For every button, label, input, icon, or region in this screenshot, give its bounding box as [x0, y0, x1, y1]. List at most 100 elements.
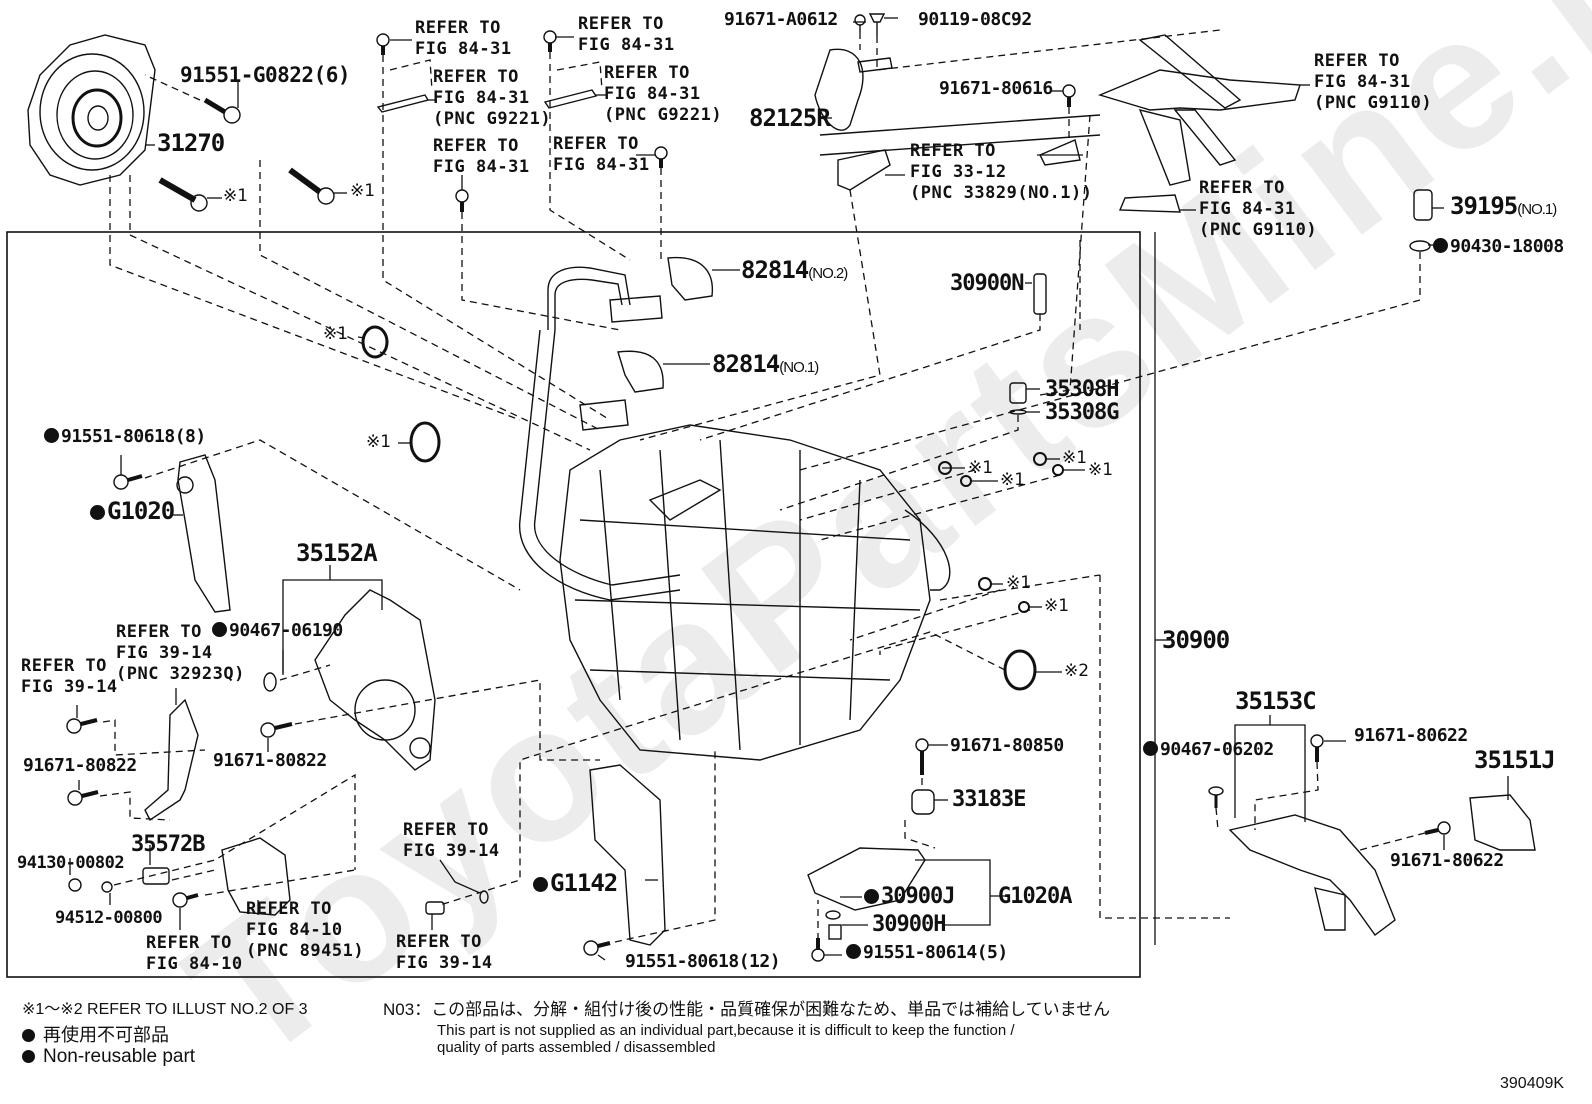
part-label[interactable]: 30900 [1162, 626, 1230, 654]
part-label[interactable]: G1020 [90, 498, 175, 524]
part-number: 90430-18008 [1450, 236, 1564, 257]
non-reusable-dot-icon [533, 877, 548, 892]
bolt-top-a [376, 33, 390, 55]
refer-to-label[interactable]: REFER TO FIG 39-14 [403, 820, 500, 861]
part-label[interactable]: 30900J [864, 885, 955, 908]
part-label[interactable]: 90119-08C92 [918, 9, 1032, 30]
bolt-91671-80822-right [260, 722, 293, 738]
washer-94512-00800 [101, 881, 113, 893]
cover-35151J [1469, 794, 1536, 851]
marker-ref-1: ※1 [1088, 460, 1114, 480]
part-suffix: (NO.1) [1517, 201, 1557, 218]
n03-code: N03： [383, 1000, 432, 1019]
marker-ref-1: ※1 [323, 324, 349, 344]
bolt-91551-80618-12 [583, 940, 611, 956]
bolt-91671-80616 [1062, 84, 1076, 107]
legend-text: 再使用不可部品 [43, 1025, 169, 1045]
part-label[interactable]: 91551-80618(12) [625, 951, 781, 972]
switch-89451 [221, 837, 291, 916]
part-number: G1142 [550, 869, 618, 897]
part-number: 39195 [1450, 192, 1518, 220]
refer-to-label[interactable]: REFER TO FIG 84-31 [578, 14, 675, 55]
legend-n03-en-1: This part is not supplied as an individu… [437, 1022, 1015, 1039]
non-reusable-dot-icon [1143, 741, 1158, 756]
refer-to-label[interactable]: REFER TO FIG 33-12 (PNC 33829(NO.1)) [910, 141, 1093, 203]
part-label[interactable]: 90467-06202 [1143, 740, 1274, 760]
part-number: 90467-06190 [229, 620, 343, 641]
refer-to-label[interactable]: REFER TO FIG 84-31 [553, 134, 650, 175]
part-label[interactable]: 33183E [952, 787, 1026, 812]
bracket-g9110 [1097, 34, 1301, 213]
non-reusable-dot-icon [44, 428, 59, 443]
refer-to-label[interactable]: REFER TO FIG 84-10 (PNC 89451) [246, 899, 365, 961]
part-label[interactable]: 91671-80850 [950, 735, 1064, 756]
clip-90119-08C92 [868, 13, 886, 36]
seal-2 [409, 421, 441, 463]
part-label[interactable]: 94512-00800 [55, 908, 163, 928]
refer-to-label[interactable]: REFER TO FIG 84-31 (PNC G9221) [604, 63, 723, 125]
part-label[interactable]: 91671-80822 [23, 755, 137, 776]
protector-82125R [814, 48, 864, 131]
refer-to-label[interactable]: REFER TO FIG 84-31 (PNC G9110) [1199, 178, 1318, 240]
drive-plate-31270 [27, 34, 156, 186]
part-label[interactable]: 82125R [749, 104, 831, 132]
breather-30900N [1033, 273, 1047, 315]
legend-non-reusable-en: Non-reusable part [22, 1046, 195, 1068]
refer-to-label[interactable]: REFER TO FIG 84-31 (PNC G9221) [433, 67, 552, 129]
part-label[interactable]: 91671-80822 [213, 750, 327, 771]
cover-35152A [314, 589, 436, 771]
part-label[interactable]: 91671-80622 [1354, 725, 1468, 746]
plug-30900H [828, 924, 842, 940]
part-number: 91551-80614(5) [863, 942, 1008, 963]
refer-to-label[interactable]: REFER TO FIG 84-31 [433, 136, 530, 177]
cover-82814-no2 [667, 256, 714, 301]
part-label[interactable]: G1020A [998, 884, 1072, 909]
strainer-G1020A [807, 847, 926, 911]
part-label[interactable]: 35152A [296, 539, 378, 567]
part-label[interactable]: 94130-00802 [17, 853, 125, 873]
part-label[interactable]: 91671-A0612 [724, 9, 838, 30]
legend-n03-jp: N03：この部品は、分解・組付け後の性能・品質確保が困難なため、単品では補給して… [383, 995, 1110, 1020]
bolt-91671-80850 [915, 738, 929, 775]
part-label[interactable]: 91551-80618(8) [44, 426, 206, 447]
part-label[interactable]: 91551-G0822(6) [180, 63, 351, 87]
part-label[interactable]: 35308G [1045, 400, 1119, 425]
bolt-91551-80614 [811, 938, 825, 962]
part-number: 91551-80618(8) [61, 426, 206, 447]
bolt-left-1 [158, 177, 208, 212]
part-label[interactable]: 90467-06190 [212, 620, 343, 641]
part-label[interactable]: 30900N [950, 271, 1024, 296]
refer-to-label[interactable]: REFER TO FIG 84-10 [146, 933, 243, 974]
part-label[interactable]: 82814(NO.1) [712, 351, 819, 377]
refer-to-label[interactable]: REFER TO FIG 84-31 (PNC G9110) [1314, 51, 1433, 113]
part-suffix: (NO.2) [808, 265, 848, 282]
part-label[interactable]: 82814(NO.2) [741, 257, 848, 283]
refer-to-label[interactable]: REFER TO FIG 39-14 [396, 932, 493, 973]
part-label[interactable]: 35572B [131, 832, 205, 857]
non-reusable-dot-icon [846, 944, 861, 959]
part-label[interactable]: 35151J [1474, 746, 1556, 774]
bolt-91551-G0822 [203, 97, 241, 124]
legend-n03-en-2: quality of parts assembled / disassemble… [437, 1039, 716, 1056]
marker-ref-1: ※1 [1006, 573, 1032, 593]
non-reusable-dot-icon [864, 889, 879, 904]
figure-code: 390409K [1500, 1075, 1565, 1092]
non-reusable-dot-icon [90, 505, 105, 520]
part-label[interactable]: G1142 [533, 869, 618, 897]
part-label[interactable]: 91551-80614(5) [846, 942, 1008, 963]
part-label[interactable]: 35153C [1235, 687, 1317, 715]
refer-to-label[interactable]: REFER TO FIG 39-14 [21, 656, 118, 697]
part-label[interactable]: 91671-80622 [1390, 850, 1504, 871]
part-label[interactable]: 31270 [157, 129, 225, 157]
refer-to-label[interactable]: REFER TO FIG 84-31 [415, 18, 512, 59]
n03-text-jp: この部品は、分解・組付け後の性能・品質確保が困難なため、単品では補給していません [431, 1000, 1111, 1019]
seal-1 [361, 325, 389, 359]
part-label[interactable]: 30900H [872, 912, 946, 937]
part-label[interactable]: 91671-80616 [939, 78, 1053, 99]
refer-to-label[interactable]: REFER TO FIG 39-14 (PNC 32923Q) [116, 622, 245, 684]
cover-35153C [1228, 814, 1396, 936]
part-label[interactable]: 35308H [1045, 377, 1119, 402]
part-label[interactable]: 39195(NO.1) [1450, 192, 1557, 220]
part-label[interactable]: 90430-18008 [1433, 236, 1564, 257]
